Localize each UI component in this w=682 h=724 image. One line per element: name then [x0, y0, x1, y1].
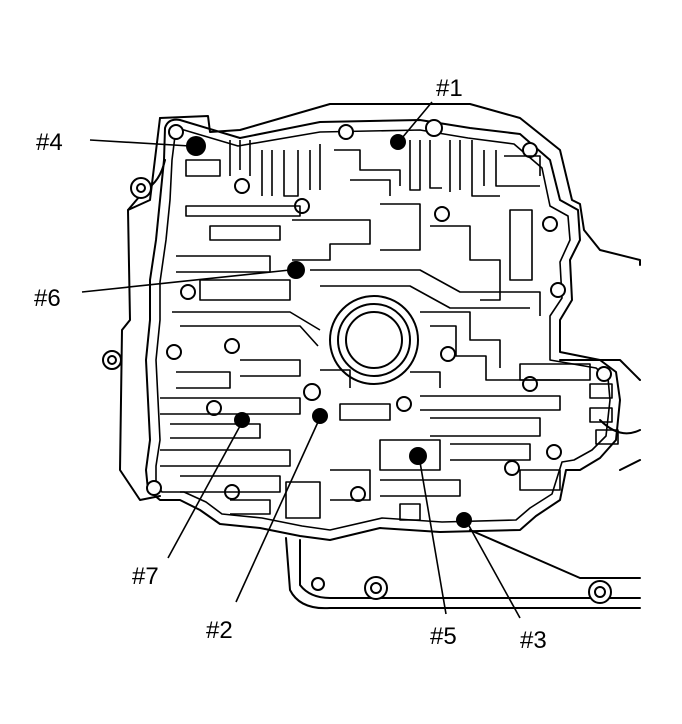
leader-lines — [81, 101, 521, 619]
center-bore — [329, 295, 419, 385]
leader-3 — [467, 523, 521, 619]
leader-2 — [235, 421, 319, 603]
left-housing-outline — [102, 103, 641, 501]
callout-3: #3 — [520, 627, 547, 654]
callout-6: #6 — [34, 285, 61, 312]
leader-7 — [167, 425, 241, 559]
lower-case-outline — [285, 529, 641, 610]
callout-1: #1 — [436, 75, 463, 102]
valve-body-plate — [145, 118, 621, 541]
check-balls — [186, 134, 472, 528]
callout-7: #7 — [132, 563, 159, 590]
plate-bolt-holes — [146, 119, 612, 502]
right-housing-outline — [559, 359, 641, 471]
check-ball-4 — [186, 136, 206, 156]
callout-2: #2 — [206, 617, 233, 644]
check-ball-2 — [312, 408, 328, 424]
leader-1 — [401, 101, 433, 139]
callout-labels: #1 #4 #6 #7 #2 #5 #3 — [34, 75, 547, 654]
check-ball-7 — [234, 412, 250, 428]
check-ball-5 — [409, 447, 427, 465]
leader-4 — [89, 139, 191, 147]
callout-5: #5 — [430, 623, 457, 650]
check-ball-6 — [287, 261, 305, 279]
leader-6 — [81, 269, 291, 293]
callout-4: #4 — [36, 129, 63, 156]
leader-5 — [419, 461, 447, 615]
fluid-passages — [160, 140, 619, 521]
